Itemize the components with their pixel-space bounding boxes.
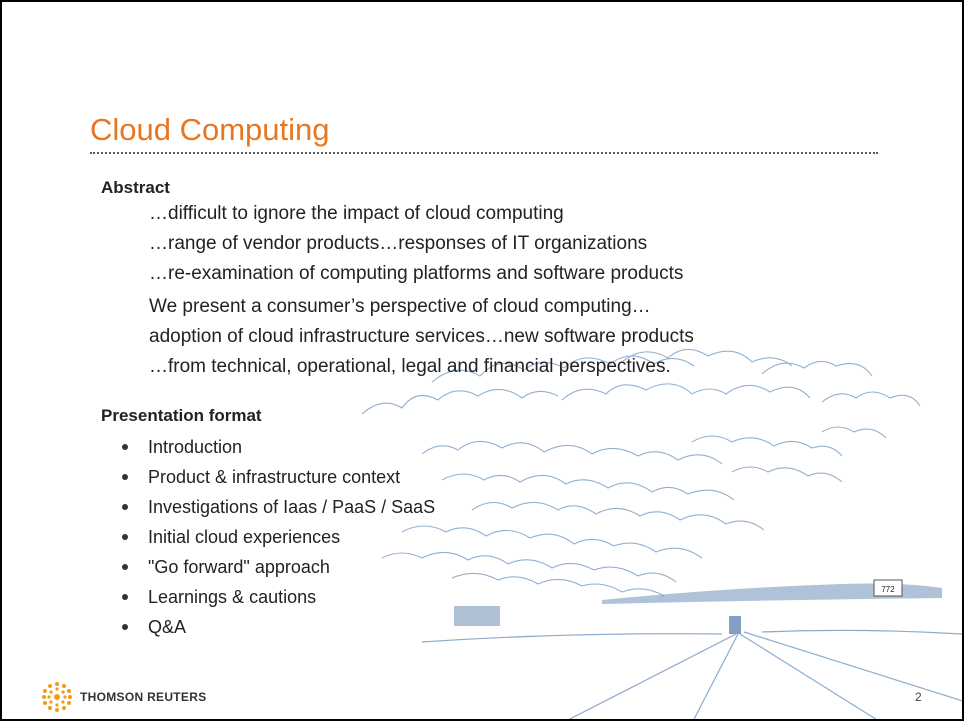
abstract-line: …range of vendor products…responses of I… bbox=[149, 233, 648, 254]
list-item: Initial cloud experiences bbox=[122, 526, 435, 556]
slide-title: Cloud Computing bbox=[90, 112, 330, 147]
list-item: Q&A bbox=[122, 616, 435, 646]
summary-line: We present a consumer’s perspective of c… bbox=[149, 296, 651, 317]
summary-line: …from technical, operational, legal and … bbox=[149, 356, 671, 377]
list-item: Introduction bbox=[122, 436, 435, 466]
thomson-reuters-logo-icon bbox=[42, 682, 72, 712]
list-item: Investigations of Iaas / PaaS / SaaS bbox=[122, 496, 435, 526]
format-heading: Presentation format bbox=[101, 406, 262, 425]
list-item: Learnings & cautions bbox=[122, 586, 435, 616]
brand-logo: THOMSON REUTERS bbox=[40, 680, 207, 714]
summary-line: adoption of cloud infrastructure service… bbox=[149, 326, 694, 347]
list-item: Product & infrastructure context bbox=[122, 466, 435, 496]
abstract-line: …difficult to ignore the impact of cloud… bbox=[149, 203, 564, 224]
road-sign-text: 772 bbox=[881, 585, 895, 594]
format-list: Introduction Product & infrastructure co… bbox=[122, 436, 435, 646]
page-number: 2 bbox=[915, 690, 922, 704]
list-item: "Go forward" approach bbox=[122, 556, 435, 586]
title-divider bbox=[90, 152, 878, 154]
logo-text: THOMSON REUTERS bbox=[80, 690, 207, 704]
abstract-heading: Abstract bbox=[101, 178, 170, 197]
abstract-line: …re-examination of computing platforms a… bbox=[149, 263, 684, 284]
